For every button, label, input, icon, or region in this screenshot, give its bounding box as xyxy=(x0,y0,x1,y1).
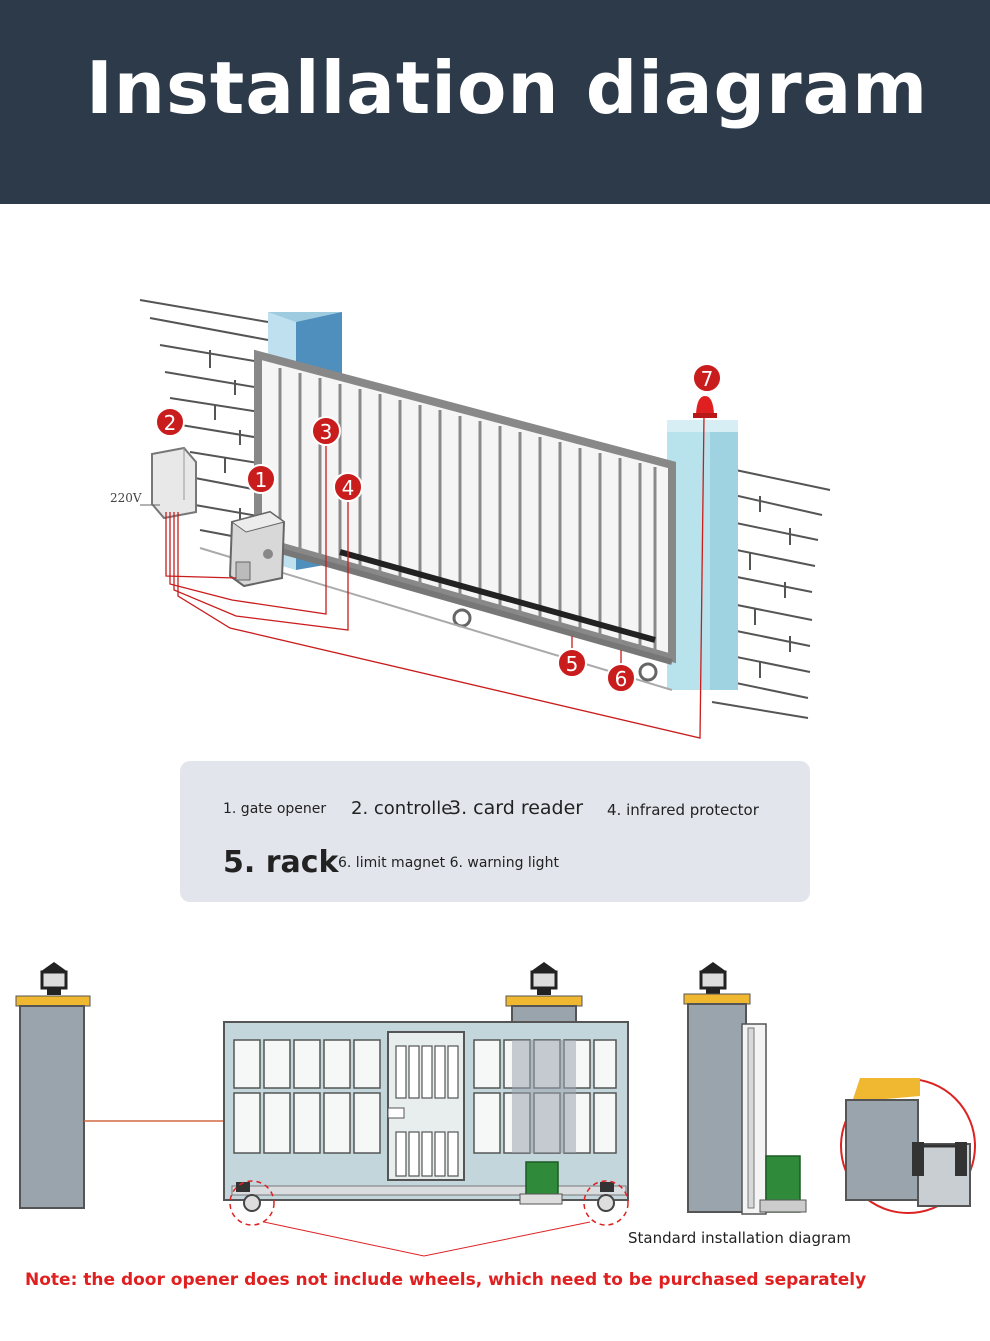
svg-text:3: 3 xyxy=(320,420,333,444)
controller-box xyxy=(151,446,197,520)
zoom-detail xyxy=(840,1078,976,1214)
marker-5: 5 xyxy=(557,648,587,678)
svg-text:2: 2 xyxy=(164,411,177,435)
lamp-icon xyxy=(530,962,558,995)
lamp-icon xyxy=(40,962,68,995)
gate-installation-illustration: 220V 1 2 3 4 5 6 7 xyxy=(110,299,831,739)
svg-text:4: 4 xyxy=(342,476,355,500)
legend-item-card-reader: 3. card reader xyxy=(449,797,584,819)
legend-item-rack: 5. rack xyxy=(223,845,339,880)
page-title: Installation diagram xyxy=(86,46,929,130)
lamp-icon xyxy=(699,962,727,995)
marker-7: 7 xyxy=(692,363,722,393)
standard-installation-caption: Standard installation diagram xyxy=(628,1229,851,1247)
svg-text:6: 6 xyxy=(615,667,628,691)
voltage-label: 220V xyxy=(110,491,142,505)
svg-text:5: 5 xyxy=(566,652,579,676)
sliding-gate xyxy=(254,349,676,682)
side-view-post xyxy=(683,993,807,1215)
legend-item-infrared-protector: 4. infrared protector xyxy=(607,801,759,819)
header-banner: Installation diagram xyxy=(0,0,990,204)
legend-item-controller: 2. controlle xyxy=(351,798,453,819)
legend-panel: 1. gate opener 2. controlle 3. card read… xyxy=(180,761,810,902)
standard-installation-illustration xyxy=(15,962,976,1257)
gear-rack xyxy=(339,549,656,643)
legend-item-gate-opener: 1. gate opener xyxy=(223,801,327,817)
bottom-gate xyxy=(223,1021,629,1257)
marker-2: 2 xyxy=(155,407,185,437)
svg-text:7: 7 xyxy=(701,367,714,391)
marker-6: 6 xyxy=(606,663,636,693)
gate-opener-motor xyxy=(228,510,286,588)
svg-text:1: 1 xyxy=(255,468,268,492)
wheels-note: Note: the door opener does not include w… xyxy=(25,1270,867,1290)
warning-light-icon xyxy=(693,396,717,418)
marker-4: 4 xyxy=(333,472,363,502)
legend-item-limit-magnet-warning-light: 6. limit magnet 6. warning light xyxy=(338,855,559,871)
left-post xyxy=(15,995,91,1209)
left-brick-wall xyxy=(139,299,269,542)
marker-1: 1 xyxy=(246,464,276,494)
wiring xyxy=(165,414,705,739)
marker-3: 3 xyxy=(311,416,341,446)
